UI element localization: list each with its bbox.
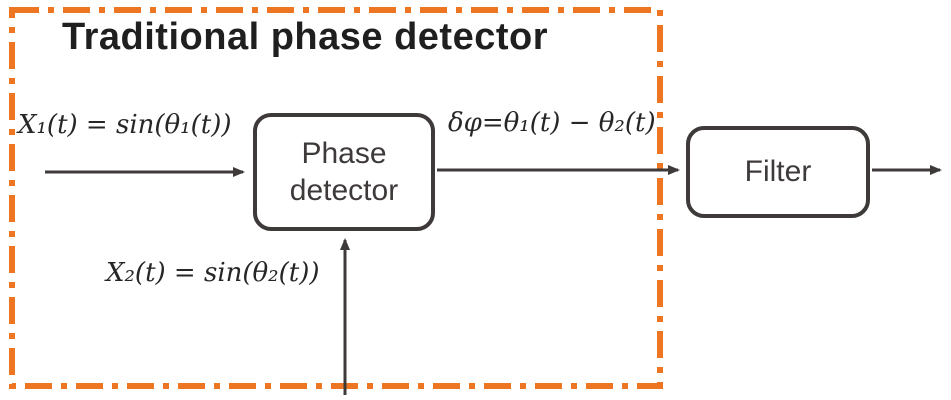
filter-label: Filter (744, 155, 812, 189)
dashed-boundary-box (9, 7, 663, 389)
phase-detector-block: Phase detector (253, 113, 435, 231)
input2-label: X₂(t) = sin(θ₂(t)) (106, 258, 320, 288)
diagram-title: Traditional phase detector (62, 16, 548, 58)
input1-label: X₁(t) = sin(θ₁(t)) (18, 110, 232, 140)
output-label: δφ=θ₁(t) − θ₂(t) (448, 108, 656, 138)
phase-detector-label: Phase detector (289, 136, 399, 208)
filter-block: Filter (686, 126, 870, 218)
